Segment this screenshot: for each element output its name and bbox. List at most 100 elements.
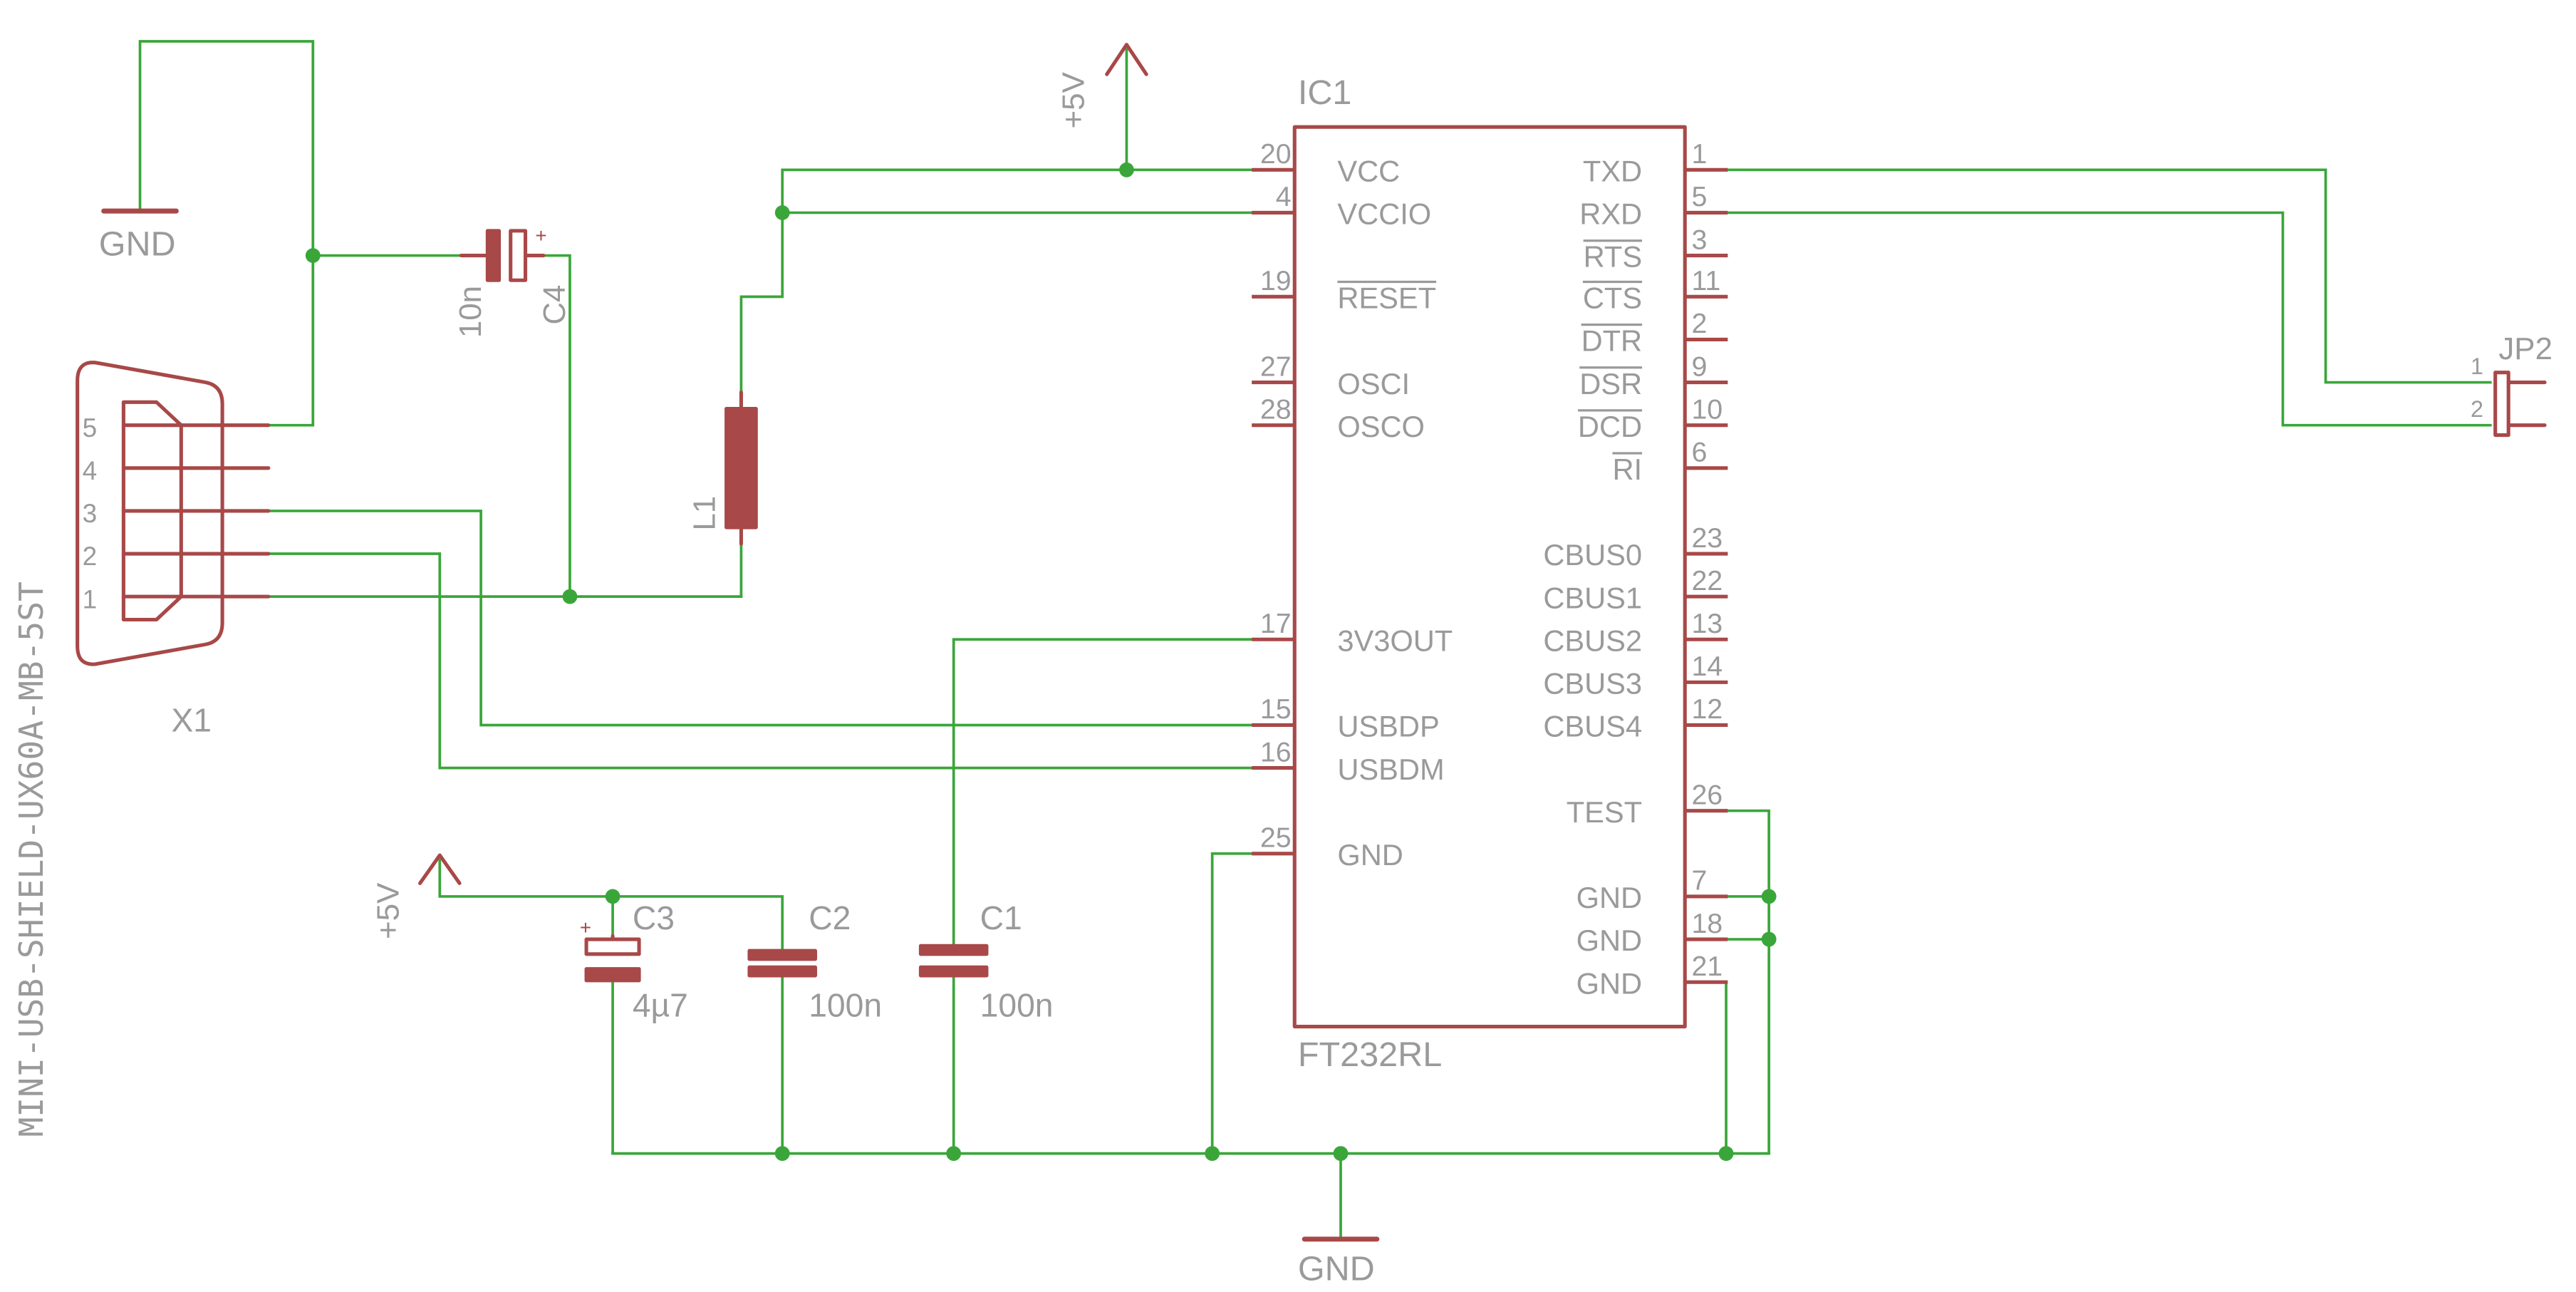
ic1-pin-number: 22 xyxy=(1691,565,1723,596)
ic1-pin-name: VCCIO xyxy=(1337,197,1431,231)
ic1-pin-name: DCD xyxy=(1578,410,1642,443)
c4-plate-hollow xyxy=(509,229,528,282)
c4-value: 10n xyxy=(453,286,488,338)
usb-connector-shell xyxy=(76,361,224,666)
ic1-pin-number: 6 xyxy=(1691,437,1707,468)
wire-txd xyxy=(1683,168,2492,384)
ic1-pin-name: USBDP xyxy=(1337,710,1439,743)
ic1-pin-name: CBUS3 xyxy=(1543,667,1642,701)
ic1-pin-number: 11 xyxy=(1691,265,1720,296)
ic1-pin-number: 16 xyxy=(1260,736,1292,768)
junction-dot xyxy=(562,589,578,604)
junction-dot xyxy=(946,1146,962,1162)
ic1-pin-name: CBUS1 xyxy=(1543,581,1642,614)
ic1-pin-name: RI xyxy=(1612,453,1642,486)
usb-pin-label-1: 1 xyxy=(83,584,98,614)
usb-pin-label-2: 2 xyxy=(83,542,98,571)
l1-name: L1 xyxy=(687,496,722,531)
ic1-pin-number: 10 xyxy=(1691,393,1723,425)
ic1-pin-number: 19 xyxy=(1260,265,1292,296)
c2-plate-top xyxy=(747,949,817,961)
parts xyxy=(76,43,2547,1242)
ic1-pin-name: 3V3OUT xyxy=(1337,624,1453,657)
ic1-left-pins: 20VCC4VCCIO19RESET27OSCI28OSCO173V3OUT15… xyxy=(1252,138,1453,872)
wire-3v3out xyxy=(952,638,1253,948)
ic1-pin-name: VCC xyxy=(1337,155,1400,188)
usb-pin-label-5: 5 xyxy=(83,413,98,443)
ic1-body xyxy=(1292,125,1687,1029)
ic1-value: FT232RL xyxy=(1298,1035,1442,1074)
vcc-arrow-top xyxy=(1105,43,1148,76)
usb-pin-label-3: 3 xyxy=(83,499,98,528)
ic1-pin-name: CBUS2 xyxy=(1543,624,1642,657)
junction-dot xyxy=(1119,162,1134,177)
junction-dot xyxy=(1761,889,1777,904)
wire-usbdp xyxy=(267,510,1253,727)
ic1-pin-name: GND xyxy=(1577,881,1642,914)
ic1-pin-right-7: 6RI xyxy=(1612,437,1728,486)
ic1-pin-name: CBUS0 xyxy=(1543,538,1642,572)
c3-polarity: + xyxy=(580,916,591,939)
ic1-pin-number: 12 xyxy=(1691,693,1723,725)
c4-polarity: + xyxy=(535,224,546,247)
wire-pin25 xyxy=(1210,852,1253,1155)
vcc-label-top: +5V xyxy=(1056,71,1091,128)
ic1-right-pins: 1TXD5RXD3RTS11CTS2DTR9DSR10DCD6RI23CBUS0… xyxy=(1543,138,1728,1000)
ic1-pin-name: OSCI xyxy=(1337,367,1410,400)
jp2-pin-label-2: 2 xyxy=(2471,396,2483,422)
ic1-pin-number: 20 xyxy=(1260,138,1292,170)
ic1-pin-number: 5 xyxy=(1691,181,1707,212)
ic1-pin-number: 4 xyxy=(1276,181,1292,212)
ic1-pin-number: 9 xyxy=(1691,351,1707,382)
ic1-pin-number: 21 xyxy=(1691,951,1723,982)
ic1-pin-number: 15 xyxy=(1260,693,1292,725)
c3-plate-hollow xyxy=(584,937,641,956)
ic1-pin-name: RESET xyxy=(1337,281,1436,315)
ic1-pin-name: DSR xyxy=(1579,367,1642,400)
ic1-pin-number: 26 xyxy=(1691,779,1723,810)
connector-x1-value: MINI-USB-SHIELD-UX60A-MB-5ST xyxy=(12,582,51,1137)
ic1-pin-name: GND xyxy=(1577,966,1642,1000)
c1-plate-bottom xyxy=(918,965,989,978)
ic1-pin-name: DTR xyxy=(1582,324,1643,358)
ic1-pin-name: RXD xyxy=(1579,197,1642,231)
junction-dot xyxy=(774,1146,790,1162)
jp2-body xyxy=(2493,371,2510,438)
junctions xyxy=(305,162,1777,1162)
wire-rxd xyxy=(1683,211,2492,427)
vcc-arrow-left xyxy=(418,853,462,885)
connector-x1-name: X1 xyxy=(171,702,212,739)
ic1-pin-name: CBUS4 xyxy=(1543,710,1642,743)
ic1-pin-name: GND xyxy=(1337,838,1403,872)
c1-value: 100n xyxy=(980,987,1054,1024)
usb-pin-label-4: 4 xyxy=(83,456,98,485)
ic1-pin-number: 13 xyxy=(1691,608,1723,639)
labels: IC1 FT232RL GND GND +5V +5V X1 MINI-USB-… xyxy=(12,71,2552,1288)
ic1-pin-number: 14 xyxy=(1691,651,1723,682)
ic1-name: IC1 xyxy=(1298,73,1352,112)
ic1-pin-number: 28 xyxy=(1260,393,1292,425)
gnd-label-bottom: GND xyxy=(1298,1250,1375,1288)
ic1-pin-name: TXD xyxy=(1583,155,1642,188)
wire-l1-top xyxy=(739,168,1253,394)
c1-name: C1 xyxy=(980,899,1022,936)
c2-value: 100n xyxy=(809,987,882,1024)
wire-usbdm xyxy=(267,552,1253,770)
ic1-pin-number: 3 xyxy=(1691,224,1707,255)
